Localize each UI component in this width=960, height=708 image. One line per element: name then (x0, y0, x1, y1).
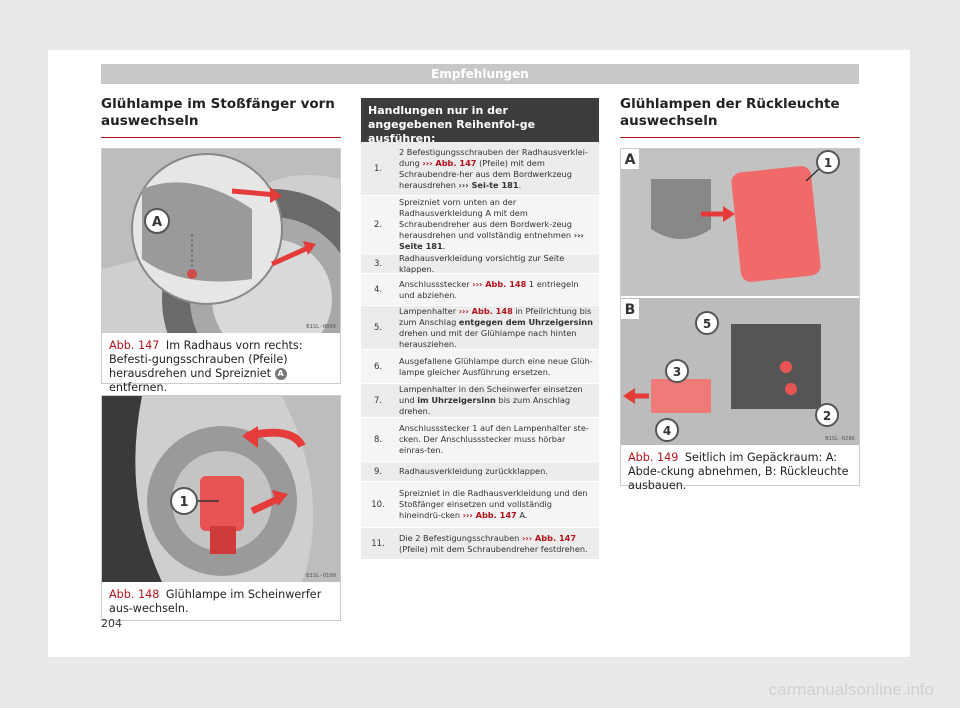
section-header-title: Empfehlungen (431, 67, 529, 81)
figure-code: B1SL-0100 (306, 573, 336, 579)
figure-148: 1 B1SL-0100 Abb. 148 Glühlampe im Schein… (101, 395, 341, 621)
figure-149: 1 A B 5 3 4 2 B1SL-0286 Abb. 149 Seitlic… (620, 148, 860, 492)
caption-text: Glühlampe im Scheinwerfer aus-wechseln. (109, 588, 322, 615)
step-text: Spreizniet in die Radhausverkleidung und… (399, 488, 588, 520)
figure-code: B1SL-0286 (825, 436, 855, 442)
right-section-title: Glühlampen der Rückleuchte auswechseln (620, 96, 860, 138)
step-number: 2. (373, 219, 383, 230)
step-row: 6. Ausgefallene Glühlampe durch eine neue… (361, 350, 599, 384)
svg-text:A: A (152, 215, 162, 230)
step-text: Anschlussstecker ››› Abb. 148 1 entriege… (399, 278, 579, 300)
caption-text-end: entfernen. (109, 381, 168, 394)
step-number: 11. (371, 538, 385, 549)
figure-code: B1SL-0099 (306, 324, 336, 330)
figure-147-image: A B1SL-0099 (102, 149, 340, 333)
steps-heading: Handlungen nur in der angegebenen Reihen… (361, 98, 599, 145)
step-row: 7. Lampenhalter in den Scheinwerfer einse… (361, 384, 599, 418)
arrow-icon (250, 494, 282, 515)
step-number: 6. (373, 361, 383, 372)
step-text: Ausgefallene Glühlampe durch eine neue G… (399, 355, 593, 377)
arrow-icon (231, 188, 278, 198)
step-text: Die 2 Befestigungsschrauben ››› Abb. 147… (399, 532, 588, 554)
step-row: 1. 2 Befestigungsschrauben der Radhausver… (361, 142, 599, 196)
figure-148-image: 1 B1SL-0100 (102, 396, 340, 582)
figure-label: Abb. 149 (628, 451, 679, 464)
wheel-arch-illustration: A (102, 149, 340, 333)
figure-147-caption: Abb. 147 Im Radhaus vorn rechts: Befesti… (109, 339, 334, 395)
step-text: Radhausverkleidung vorsichtig zur Seite … (399, 252, 565, 274)
step-row: 8. Anschlussstecker 1 auf den Lampenhalte… (361, 418, 599, 462)
callout-text: 1 (179, 495, 188, 510)
step-row: 9. Radhausverkleidung zurückklappen. (361, 462, 599, 482)
figure-148-caption: Abb. 148 Glühlampe im Scheinwerfer aus-w… (109, 588, 334, 616)
callout-1-icon (816, 150, 840, 174)
rear-light-illustration: 1 A B 5 3 4 2 (621, 149, 859, 445)
callout-1-icon (170, 487, 198, 515)
step-number: 8. (373, 434, 383, 445)
page-number: 204 (101, 617, 122, 630)
step-text: Lampenhalter ››› Abb. 148 in Pfeilrichtu… (399, 305, 593, 349)
panel-a-label: A (625, 152, 636, 168)
left-column: Glühlampe im Stoßfänger vorn auswechseln (101, 96, 341, 138)
figure-label: Abb. 147 (109, 339, 160, 352)
headlight-bulb-illustration: 1 (102, 396, 340, 582)
right-column: Glühlampen der Rückleuchte auswechseln (620, 96, 860, 138)
step-text: 2 Befestigungsschrauben der Radhausverkl… (399, 146, 588, 190)
step-number: 3. (373, 258, 383, 269)
figure-label: Abb. 148 (109, 588, 160, 601)
steps-list: 1. 2 Befestigungsschrauben der Radhausver… (361, 142, 599, 560)
watermark-text: carmanualsonline.info (768, 680, 934, 699)
svg-text:2: 2 (823, 409, 831, 423)
step-text: Spreizniet vorn unten an der Radhausverk… (399, 197, 584, 251)
step-number: 9. (373, 466, 383, 477)
step-row: 3. Radhausverkleidung vorsichtig zur Seit… (361, 252, 599, 274)
step-row: 2. Spreizniet vorn unten an der Radhausve… (361, 196, 599, 254)
steps-table: Handlungen nur in der angegebenen Reihen… (361, 98, 599, 560)
step-number: 5. (373, 322, 383, 333)
step-row: 4. Anschlussstecker ››› Abb. 148 1 entrie… (361, 274, 599, 306)
figure-149-image: 1 A B 5 3 4 2 B1SL-0286 (621, 149, 859, 445)
step-number: 4. (373, 284, 383, 295)
marker-a-icon: A (274, 368, 287, 380)
figure-147: A B1SL-0099 Abb. 147 Im Radhaus vorn rec… (101, 148, 341, 394)
panel-b-label: B (625, 302, 636, 318)
step-number: 10. (371, 499, 385, 510)
step-row: 11. Die 2 Befestigungsschrauben ››› Abb. … (361, 528, 599, 560)
callout-a-icon (144, 208, 170, 234)
caption-text: Seitlich im Gepäckraum: A: Abde-ckung ab… (628, 451, 849, 492)
step-row: 10. Spreizniet in die Radhausverkleidung … (361, 482, 599, 528)
step-row: 5. Lampenhalter ››› Abb. 148 in Pfeilrich… (361, 306, 599, 350)
figure-149-caption: Abb. 149 Seitlich im Gepäckraum: A: Abde… (628, 451, 853, 493)
svg-text:5: 5 (703, 317, 711, 331)
step-text: Radhausverkleidung zurückklappen. (399, 466, 548, 476)
left-section-title: Glühlampe im Stoßfänger vorn auswechseln (101, 96, 341, 138)
step-text: Lampenhalter in den Scheinwerfer einsetz… (399, 384, 583, 416)
caption-text: Im Radhaus vorn rechts: Befesti-gungssch… (109, 339, 303, 380)
svg-text:1: 1 (824, 156, 832, 170)
svg-text:3: 3 (673, 365, 681, 379)
step-text: Anschlussstecker 1 auf den Lampenhalter … (399, 423, 589, 455)
step-number: 1. (373, 163, 383, 174)
arrow-icon (270, 244, 312, 267)
step-number: 7. (373, 395, 383, 406)
section-header-band: Empfehlungen (101, 64, 859, 84)
svg-text:4: 4 (663, 424, 671, 438)
